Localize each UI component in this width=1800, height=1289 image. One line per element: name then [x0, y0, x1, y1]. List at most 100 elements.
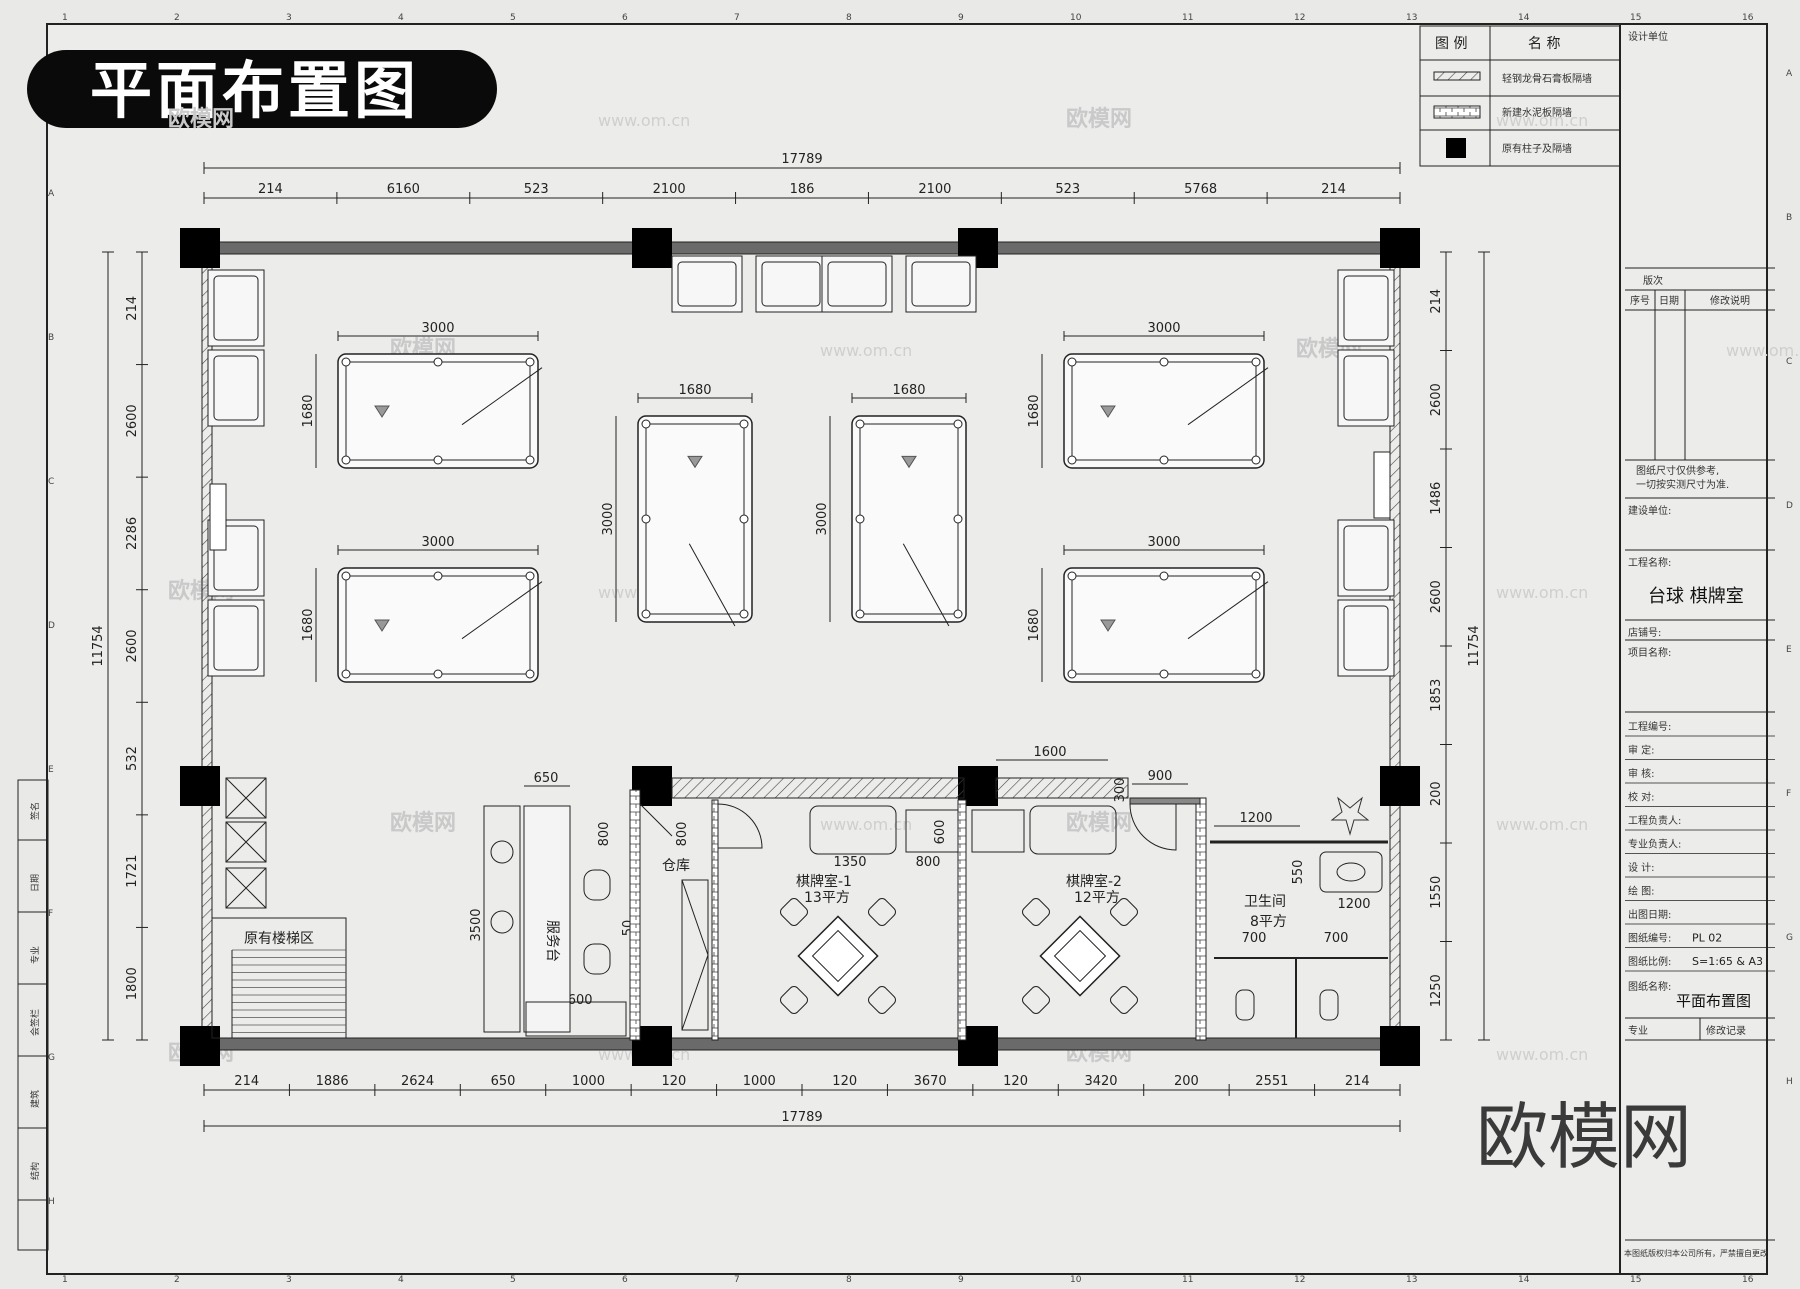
column — [632, 228, 672, 268]
dim-bottom-label: 120 — [832, 1074, 857, 1089]
grid-row-label-left: E — [48, 765, 54, 775]
grid-row-label-left: C — [48, 477, 54, 487]
note-line-1: 图纸尺寸仅供参考, — [1636, 464, 1719, 477]
grid-row-label-left: G — [48, 1053, 55, 1063]
discipline-value: 修改记录 — [1706, 1024, 1746, 1037]
legend-header-symbol: 图 例 — [1435, 36, 1467, 52]
interior-dim-label: 550 — [1291, 860, 1306, 885]
dim-bottom-label: 214 — [1345, 1074, 1370, 1089]
dim-bottom-label: 200 — [1174, 1074, 1199, 1089]
sheet-border — [46, 23, 1768, 1275]
grid-col-label-bottom: 15 — [1630, 1275, 1641, 1285]
wall-room1-left — [711, 799, 719, 1041]
legend-symbol-stud-wall — [1433, 71, 1481, 81]
dim-top-label: 523 — [1055, 182, 1080, 197]
grid-col-label-top: 7 — [734, 13, 740, 23]
room1-area: 13平方 — [804, 890, 850, 906]
title-field-label: 绘 图: — [1628, 885, 1655, 898]
watermark-url: www.om.cn — [1496, 815, 1588, 834]
grid-row-label-right: G — [1786, 933, 1793, 943]
room1-door[interactable] — [717, 803, 763, 849]
title-banner: 平面布置图 — [27, 50, 497, 128]
grid-col-label-bottom: 16 — [1742, 1275, 1754, 1285]
stairs: 原有楼梯区 — [211, 777, 347, 1039]
dim-overall-bottom-label: 17789 — [781, 1110, 822, 1125]
sofa — [821, 255, 893, 313]
grid-col-label-bottom: 3 — [286, 1275, 292, 1285]
wall-storage — [629, 789, 641, 1041]
ball-rack-icon — [1100, 619, 1116, 632]
sofa — [1337, 519, 1395, 597]
title-field-label: 工程负责人: — [1628, 814, 1681, 827]
grid-col-label-bottom: 1 — [62, 1275, 68, 1285]
dim-top-label: 5768 — [1184, 182, 1217, 197]
table-dim-label: 1680 — [301, 608, 316, 641]
sofa — [905, 255, 977, 313]
grid-row-label-left: D — [48, 621, 55, 631]
client-label: 建设单位: — [1628, 504, 1671, 517]
page-title: 平面布置图 — [90, 54, 420, 127]
watermark-url: www.om.cn — [1496, 583, 1588, 602]
table-dim-label: 1680 — [1027, 394, 1042, 427]
table-dim-label: 3000 — [1147, 535, 1180, 550]
dim-left-label: 2600 — [125, 404, 140, 437]
grid-row-label-right: B — [1786, 213, 1792, 223]
legend-item-column: 原有柱子及隔墙 — [1502, 142, 1572, 155]
mahjong-table — [780, 898, 896, 1014]
title-field-label: 校 对: — [1628, 791, 1655, 804]
table-dim-label: 3000 — [601, 502, 616, 535]
interior-dim-label: 700 — [1242, 931, 1267, 946]
ball-rack-icon — [687, 455, 703, 469]
billiard-tables — [337, 353, 1269, 683]
grid-row-label-right: C — [1786, 357, 1792, 367]
dim-right-label: 1486 — [1429, 482, 1444, 515]
grid-row-label-left: A — [48, 189, 55, 199]
grid-col-label-top: 14 — [1518, 13, 1530, 23]
legend-symbol-column — [1446, 138, 1466, 158]
interior-dim-label: 650 — [534, 771, 559, 786]
ball-rack-icon — [901, 455, 917, 469]
storage-door[interactable] — [639, 803, 673, 837]
wall-room1-2 — [957, 799, 967, 1041]
title-field-value: PL 02 — [1692, 932, 1722, 945]
dim-overall-left-label: 11754 — [91, 625, 106, 666]
watermark-url: www.om.cn — [1496, 111, 1588, 130]
left-strip-label: 签名 — [29, 802, 41, 820]
dim-overall-top-label: 17789 — [781, 152, 822, 167]
title-block: 设计单位 版次 序号 日期 修改说明 图纸尺寸仅供参考, 一切按实测尺寸为准. … — [1619, 24, 1775, 1274]
watermark-url: www.om.cn — [820, 815, 912, 834]
grid-col-label-top: 16 — [1742, 13, 1754, 23]
table-dim-label: 3000 — [815, 502, 830, 535]
legend-item-stud-wall: 轻钢龙骨石膏板隔墙 — [1502, 72, 1592, 85]
room2-door[interactable] — [1129, 803, 1177, 851]
interior-dim-label: 800 — [675, 822, 690, 847]
grid-row-label-right: H — [1786, 1077, 1793, 1087]
interior-dim-label: 1200 — [1337, 897, 1370, 912]
table-dim-label: 3000 — [421, 535, 454, 550]
dim-bottom-label: 1000 — [743, 1074, 776, 1089]
grid-row-label-right: F — [1786, 789, 1791, 799]
sofa — [1337, 349, 1395, 427]
grid-reference-ticks: 1122334455667788991010111112121313141415… — [48, 13, 1793, 1285]
brand-watermark: 欧模网 — [1476, 1095, 1692, 1179]
interior-dim-label: 3500 — [469, 908, 484, 941]
ball-rack-icon — [1100, 405, 1116, 418]
watermark-text: 欧模网 — [168, 106, 234, 132]
interior-dim-label: 600 — [933, 820, 948, 845]
interior-partitions — [629, 777, 1388, 1041]
watermark-text: 欧模网 — [1066, 106, 1132, 132]
watermark-text: 欧模网 — [1066, 810, 1132, 836]
revision-col-no: 序号 — [1630, 294, 1650, 307]
grid-col-label-top: 10 — [1070, 13, 1082, 23]
dim-bottom-label: 2624 — [401, 1074, 434, 1089]
dim-bottom-label: 214 — [234, 1074, 259, 1089]
title-field-label: 专业负责人: — [1628, 838, 1681, 851]
room2-name: 棋牌室-2 — [1066, 873, 1122, 890]
dim-right-label: 214 — [1429, 289, 1444, 314]
interior-dim-label: 900 — [1148, 769, 1173, 784]
grid-col-label-top: 4 — [398, 13, 404, 23]
interior-dim-label: 800 — [597, 822, 612, 847]
